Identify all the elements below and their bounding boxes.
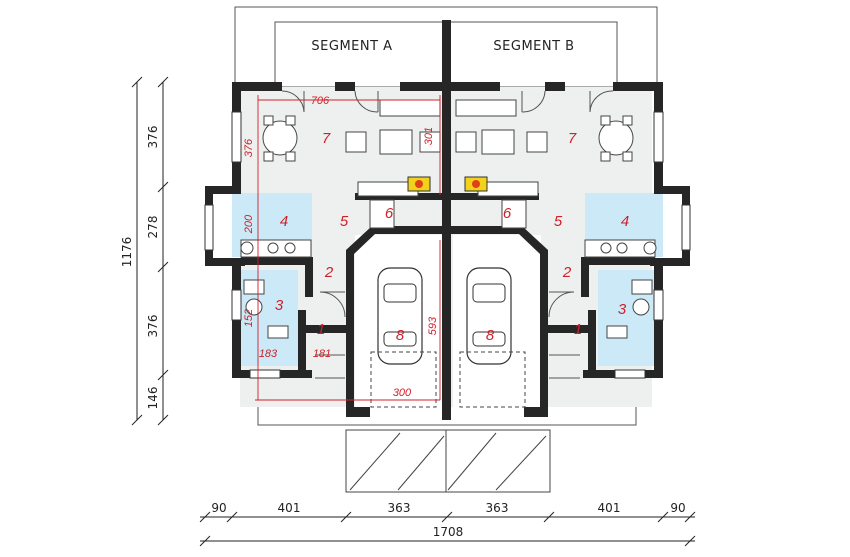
dim-garage-depth: 593 (427, 316, 439, 335)
left-dim-mid: 278 (146, 216, 160, 239)
room-b-garage-number: 8 (486, 327, 495, 344)
left-dim-top: 376 (146, 126, 160, 149)
inner-dimension-lines (255, 95, 441, 401)
bottom-dim-3: 363 (388, 501, 411, 515)
room-a-kitchen-number: 4 (280, 213, 288, 230)
dim-vestibule-width: 181 (313, 348, 331, 360)
room-a-bath-number: 3 (275, 297, 284, 314)
bottom-dimension-chain (199, 511, 696, 547)
doors (281, 90, 614, 379)
dim-garage-width: 300 (393, 387, 412, 399)
room-b-living-number: 7 (568, 130, 577, 147)
dim-kitchen-depth: 200 (243, 214, 255, 234)
room-b-vestibule-number: 1 (574, 321, 582, 338)
car-b-icon (466, 267, 512, 365)
room-a-vestibule-number: 1 (317, 321, 325, 338)
bottom-dim-total: 1708 (433, 525, 464, 539)
carport-roof (345, 429, 551, 493)
room-b-kitchen-number: 4 (621, 213, 629, 230)
dim-stair-length: 301 (423, 127, 435, 145)
parking-a-outline (370, 351, 437, 408)
room-a-corridor-number: 2 (324, 264, 334, 281)
room-a-living-number: 7 (322, 130, 331, 147)
dim-living-width: 706 (311, 95, 330, 107)
bottom-dim-4: 363 (486, 501, 509, 515)
room-a-hall-number: 5 (340, 213, 349, 230)
dim-bath-depth: 152 (243, 309, 255, 327)
room-b-hall-number: 5 (554, 213, 563, 230)
bottom-dim-6: 90 (670, 501, 685, 515)
segment-b-label: SEGMENT B (493, 39, 574, 54)
room-b-bath-number: 3 (618, 301, 627, 318)
dim-bath-width: 183 (259, 348, 278, 360)
flame-a-icon (415, 180, 423, 188)
room-a-stair-number: 6 (385, 205, 394, 222)
room-a-garage-number: 8 (396, 327, 405, 344)
room-b-stair-number: 6 (503, 205, 512, 222)
bottom-dim-2: 401 (278, 501, 301, 515)
left-dim-total: 1176 (120, 237, 134, 268)
dim-living-depth: 376 (243, 138, 255, 157)
room-b-corridor-number: 2 (562, 264, 572, 281)
bottom-dim-1: 90 (211, 501, 226, 515)
left-dim-low: 376 (146, 315, 160, 338)
segment-a-label: SEGMENT A (311, 39, 392, 54)
bottom-dim-5: 401 (598, 501, 621, 515)
parking-b-outline (459, 351, 526, 408)
furniture-segment-a (240, 99, 441, 339)
furniture-segment-b (455, 99, 657, 339)
flame-b-icon (472, 180, 480, 188)
left-dimension-chain (131, 76, 169, 426)
car-a-icon (377, 267, 423, 365)
left-dim-bottom: 146 (146, 387, 160, 410)
windows (204, 111, 691, 379)
